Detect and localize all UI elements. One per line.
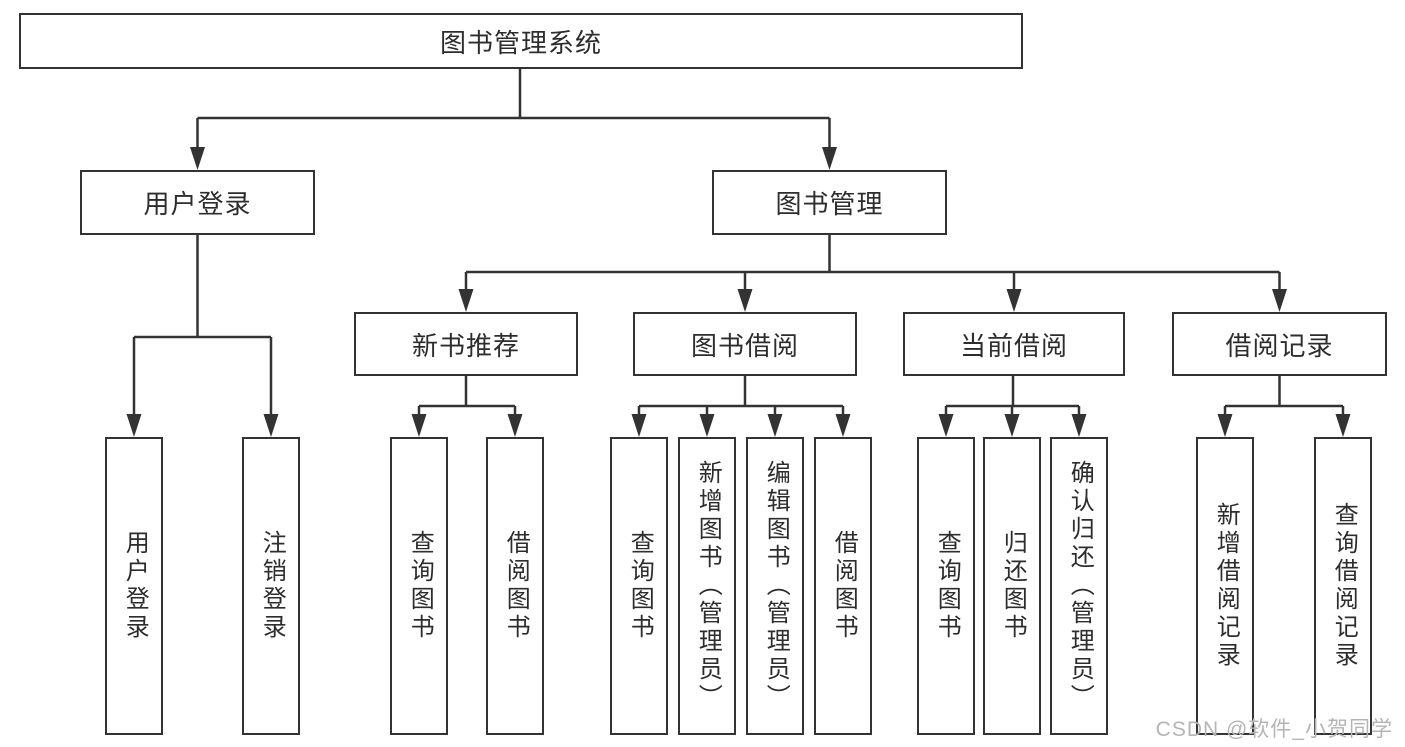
node-new-book-recommend: 新书推荐 [354, 312, 578, 376]
node-label: 新增图书（管理员） [694, 460, 722, 712]
node-label: 注销登录 [258, 530, 286, 642]
watermark-text: CSDN @软件_小贺同学 [1155, 718, 1393, 741]
leaf-query-books-recommend: 查询图书 [390, 437, 448, 735]
arrowhead-icons [126, 147, 1351, 437]
node-book-management: 图书管理 [712, 170, 947, 235]
node-label: 确认归还（管理员） [1066, 460, 1094, 712]
node-label: 借阅记录 [1225, 330, 1334, 361]
node-label: 查询图书 [626, 530, 654, 642]
leaf-borrow-books: 借阅图书 [814, 437, 872, 735]
node-label: 图书管理系统 [439, 27, 602, 58]
node-borrowing-records: 借阅记录 [1172, 312, 1387, 376]
node-book-borrowing: 图书借阅 [633, 312, 857, 376]
leaf-edit-book-admin: 编辑图书（管理员） [746, 437, 804, 735]
leaf-query-books-borrow: 查询图书 [610, 437, 668, 735]
node-label: 借阅图书 [830, 530, 858, 642]
node-label: 查询图书 [933, 530, 961, 642]
node-label: 当前借阅 [959, 330, 1068, 361]
leaf-add-book-admin: 新增图书（管理员） [678, 437, 736, 735]
leaf-borrow-books-recommend: 借阅图书 [486, 437, 544, 735]
leaf-logout: 注销登录 [242, 437, 300, 735]
node-current-borrowing: 当前借阅 [903, 312, 1125, 376]
leaf-user-login: 用户登录 [105, 437, 163, 735]
node-label: 新书推荐 [411, 330, 520, 361]
node-label: 编辑图书（管理员） [762, 460, 790, 712]
node-library-system: 图书管理系统 [19, 13, 1023, 69]
node-label: 借阅图书 [502, 530, 530, 642]
node-label: 查询图书 [406, 530, 434, 642]
leaf-confirm-return-admin: 确认归还（管理员） [1050, 437, 1108, 735]
leaf-return-book: 归还图书 [983, 437, 1041, 735]
leaf-add-borrow-record: 新增借阅记录 [1196, 437, 1254, 735]
leaf-query-books-current: 查询图书 [917, 437, 975, 735]
leaf-query-borrow-record: 查询借阅记录 [1314, 437, 1372, 735]
node-label: 用户登录 [121, 530, 149, 642]
node-label: 图书管理 [775, 189, 884, 219]
node-label: 归还图书 [999, 530, 1027, 642]
connector-wires [132, 69, 1345, 415]
node-label: 查询借阅记录 [1330, 502, 1358, 670]
node-label: 新增借阅记录 [1212, 502, 1240, 670]
node-label: 用户登录 [143, 189, 252, 219]
node-user-login-group: 用户登录 [80, 170, 315, 235]
node-label: 图书借阅 [690, 330, 799, 361]
